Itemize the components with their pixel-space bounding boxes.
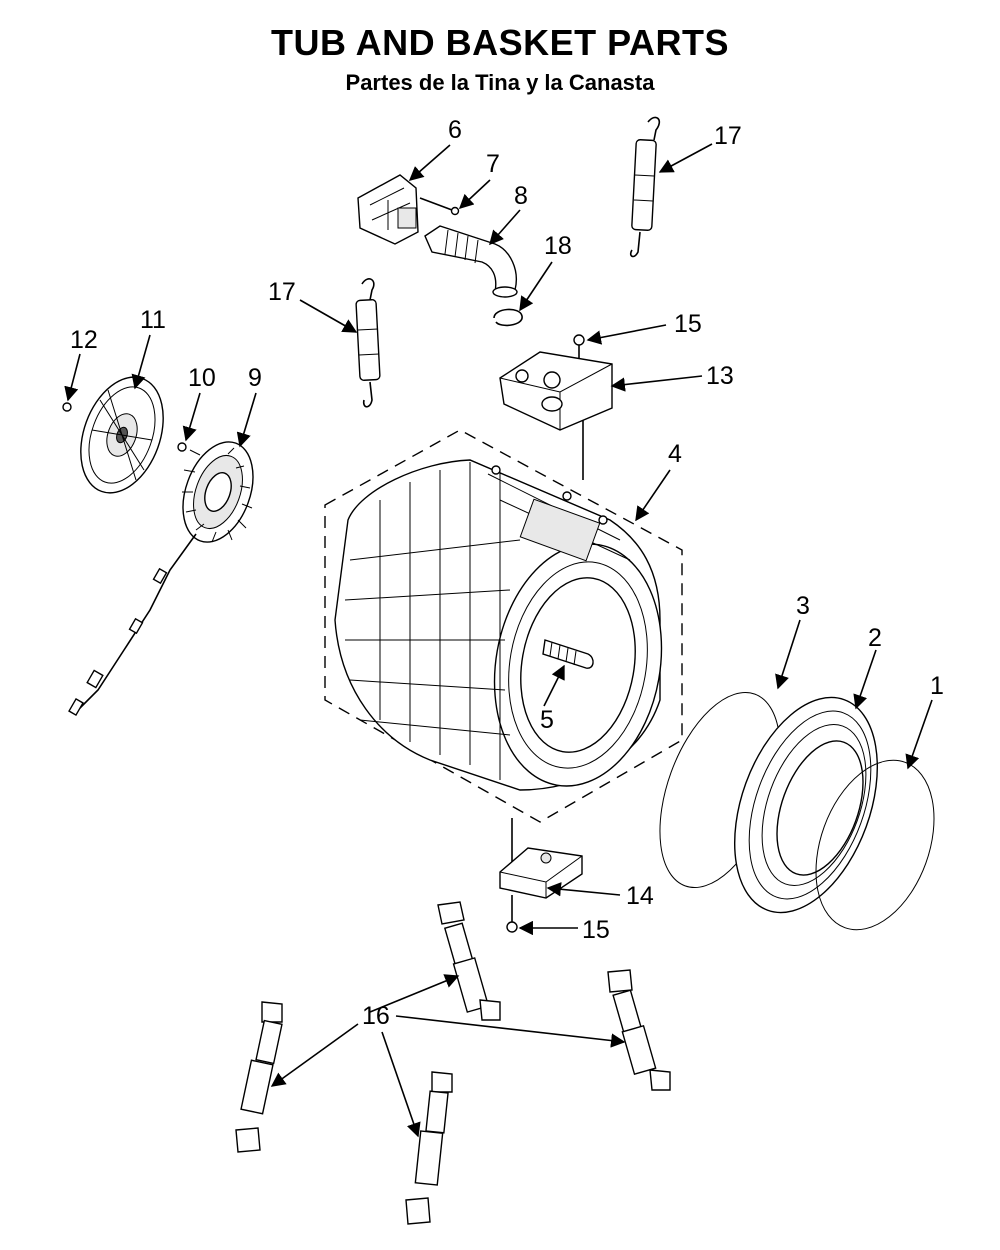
part-13-counterweight (499, 351, 613, 480)
part-1-boot-clamp (815, 759, 935, 931)
part-18-hose-clamp (493, 308, 523, 327)
part-5-basket-shaft (542, 639, 594, 669)
callout-7: 7 (486, 150, 500, 178)
callout-5: 5 (540, 706, 554, 734)
part-17-spring-upper (629, 116, 661, 258)
wire-harness (68, 533, 197, 717)
part-11-rotor-pulley (80, 376, 164, 494)
part-10-bolt (177, 442, 187, 452)
callout-2: 2 (868, 624, 882, 652)
callout-18: 18 (544, 232, 572, 260)
callout-13: 13 (706, 362, 734, 390)
callout-6: 6 (448, 116, 462, 144)
callout-15-upper: 15 (674, 310, 702, 338)
part-6-pump-housing (357, 174, 419, 245)
callout-14: 14 (626, 882, 654, 910)
part-2-door-boot (733, 696, 879, 914)
callout-17-lower: 17 (268, 278, 296, 306)
callout-16: 16 (362, 1002, 390, 1030)
callout-3: 3 (796, 592, 810, 620)
callout-12: 12 (70, 326, 98, 354)
part-16-shock-1 (437, 901, 501, 1021)
callout-9: 9 (248, 364, 262, 392)
callout-17-upper: 17 (714, 122, 742, 150)
part-9-stator (182, 441, 254, 543)
part-4-outer-tub (324, 429, 683, 823)
callout-4: 4 (668, 440, 682, 468)
part-16-shock-4 (405, 1071, 453, 1225)
part-12-bolt (62, 402, 72, 412)
part-8-drain-hose (424, 225, 518, 298)
callout-10: 10 (188, 364, 216, 392)
callout-1: 1 (930, 672, 944, 700)
leader-lines (64, 143, 933, 1138)
part-14-bracket (499, 818, 583, 899)
callout-8: 8 (514, 182, 528, 210)
callout-15-lower: 15 (582, 916, 610, 944)
page-subtitle: Partes de la Tina y la Canasta (345, 70, 655, 95)
part-7-screw (419, 197, 460, 216)
part-16-shock-3 (235, 1001, 283, 1153)
part-16-shock-2 (607, 969, 671, 1091)
part-15-bolt-lower (506, 895, 518, 933)
part-17-spring-lower (355, 278, 381, 408)
callout-11: 11 (140, 306, 166, 334)
page-title: TUB AND BASKET PARTS (271, 22, 729, 63)
